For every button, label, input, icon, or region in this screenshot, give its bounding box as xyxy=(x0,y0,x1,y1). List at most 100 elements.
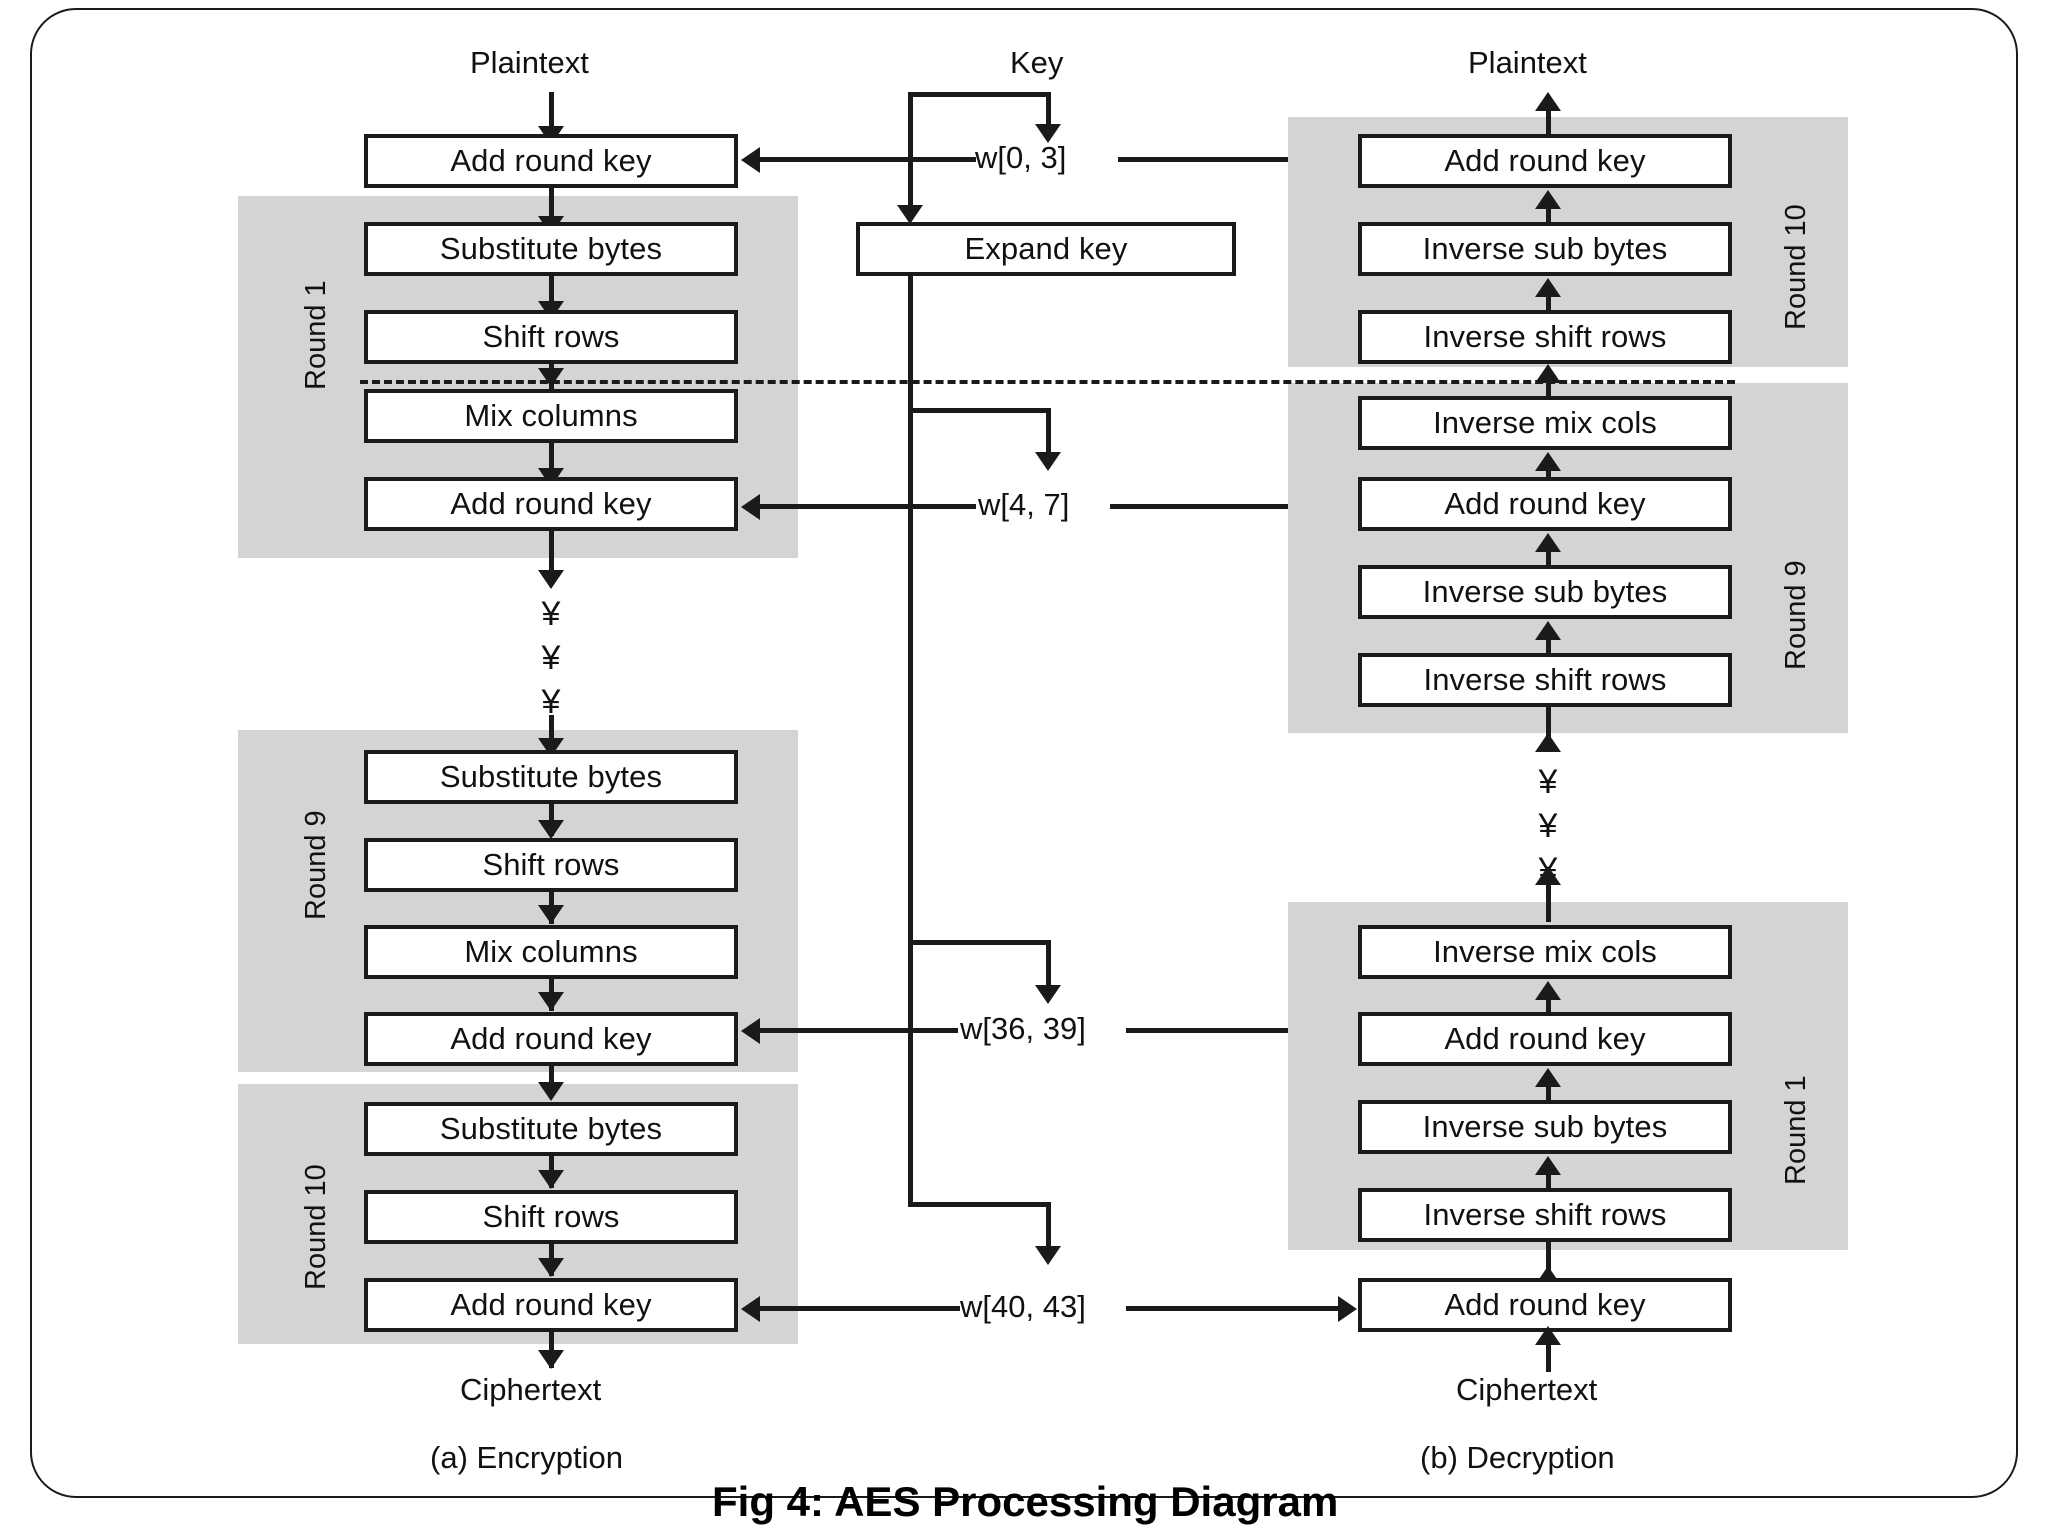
decryption-round9-inverse-shift-rows[interactable]: Inverse shift rows xyxy=(1358,653,1732,707)
encryption-r1-c3 xyxy=(549,443,554,475)
encryption-round9-add-round-key[interactable]: Add round key xyxy=(364,1012,738,1066)
key-w47-riser xyxy=(1046,408,1051,458)
encryption-caption: (a) Encryption xyxy=(430,1440,623,1475)
decryption-round9-add-round-key[interactable]: Add round key xyxy=(1358,477,1732,531)
key-schedule-trunk xyxy=(908,276,913,1206)
decryption-r10-c3 xyxy=(1546,378,1551,408)
key-w4043-arm-right xyxy=(1126,1306,1340,1311)
decryption-round1-inverse-mix-cols[interactable]: Inverse mix cols xyxy=(1358,925,1732,979)
encryption-r10-a2 xyxy=(538,1258,564,1277)
encryption-round10-label: Round 10 xyxy=(300,1164,332,1290)
encryption-round1-label: Round 1 xyxy=(300,280,332,390)
decryption-r1-a2 xyxy=(1535,1068,1561,1087)
encryption-r1-c1 xyxy=(549,276,554,308)
round-boundary-dashed-line xyxy=(360,380,1735,384)
decryption-round1-add-round-key[interactable]: Add round key xyxy=(1358,1012,1732,1066)
key-w3639-riser xyxy=(1046,940,1051,990)
decryption-ellipsis-1: ¥ xyxy=(1538,763,1558,801)
decryption-input-arrowhead xyxy=(1535,1326,1561,1345)
decryption-r9-a2 xyxy=(1535,533,1561,552)
decryption-r1-c2 xyxy=(1546,1080,1551,1112)
encryption-ellipsis-connector xyxy=(549,715,554,753)
key-trunk-to-expand xyxy=(908,92,913,220)
key-w3639-arrowhead xyxy=(1035,985,1061,1004)
key-word-w47-label: w[4, 7] xyxy=(978,487,1070,522)
encryption-round1-mix-columns[interactable]: Mix columns xyxy=(364,389,738,443)
key-w03-arm-left xyxy=(760,157,910,162)
key-w4043-arrow-right xyxy=(1338,1296,1357,1322)
encryption-r9-out-arrow xyxy=(538,1082,564,1101)
decryption-round10-inverse-shift-rows[interactable]: Inverse shift rows xyxy=(1358,310,1732,364)
key-input-label: Key xyxy=(1010,45,1064,80)
decryption-ellipsis-2: ¥ xyxy=(1538,807,1558,845)
decryption-r9-c3 xyxy=(1546,633,1551,665)
key-drop-arrowhead xyxy=(1035,124,1061,143)
key-w3639-arm-right xyxy=(1126,1028,1340,1033)
decryption-round10-inverse-sub-bytes[interactable]: Inverse sub bytes xyxy=(1358,222,1732,276)
encryption-r10-a1 xyxy=(538,1170,564,1189)
expand-key-box[interactable]: Expand key xyxy=(856,222,1236,276)
decryption-final-add-round-key[interactable]: Add round key xyxy=(1358,1278,1732,1332)
decryption-round1-inverse-shift-rows[interactable]: Inverse shift rows xyxy=(1358,1188,1732,1242)
encryption-round1-add-round-key[interactable]: Add round key xyxy=(364,477,738,531)
key-w47-to-encryption xyxy=(908,504,976,509)
decryption-r10-a1 xyxy=(1535,190,1561,209)
key-w03-arm-right xyxy=(1118,157,1340,162)
key-expand-arrowhead xyxy=(897,205,923,224)
decryption-output-arrowhead xyxy=(1535,92,1561,111)
encryption-round1-shift-rows[interactable]: Shift rows xyxy=(364,310,738,364)
key-word-w3639-label: w[36, 39] xyxy=(960,1011,1086,1046)
key-w47-arm-right xyxy=(1110,504,1340,509)
decryption-r1-c1 xyxy=(1546,993,1551,1025)
decryption-r1-a3 xyxy=(1535,1156,1561,1175)
figure-title: Fig 4: AES Processing Diagram xyxy=(712,1478,1339,1525)
encryption-round10-substitute-bytes[interactable]: Substitute bytes xyxy=(364,1102,738,1156)
encryption-round10-add-round-key[interactable]: Add round key xyxy=(364,1278,738,1332)
key-w4043-arrowhead xyxy=(1035,1246,1061,1265)
encryption-round10-shift-rows[interactable]: Shift rows xyxy=(364,1190,738,1244)
decryption-round9-inverse-mix-cols[interactable]: Inverse mix cols xyxy=(1358,396,1732,450)
key-branch-horizontal xyxy=(908,92,1051,97)
key-w4043-arrow-left xyxy=(741,1296,760,1322)
encryption-r1-out xyxy=(549,531,554,579)
decryption-round9-inverse-sub-bytes[interactable]: Inverse sub bytes xyxy=(1358,565,1732,619)
encryption-ellipsis-3: ¥ xyxy=(541,683,561,721)
decryption-r10-c2 xyxy=(1546,290,1551,322)
encryption-ellipsis: ¥ ¥ ¥ xyxy=(521,592,581,724)
encryption-round9-shift-rows[interactable]: Shift rows xyxy=(364,838,738,892)
decryption-r1-out xyxy=(1546,1242,1551,1282)
key-w4043-arm-left xyxy=(760,1306,960,1311)
key-w3639-branch xyxy=(908,940,1051,945)
decryption-input-label: Ciphertext xyxy=(1456,1372,1598,1407)
encryption-initial-add-round-key[interactable]: Add round key xyxy=(364,134,738,188)
encryption-round9-mix-columns[interactable]: Mix columns xyxy=(364,925,738,979)
key-drop-top xyxy=(1046,92,1051,130)
decryption-output-connector xyxy=(1546,108,1551,134)
key-w47-arm-left xyxy=(760,504,910,509)
decryption-input-connector xyxy=(1546,1332,1551,1372)
encryption-round1-substitute-bytes[interactable]: Substitute bytes xyxy=(364,222,738,276)
decryption-output-label: Plaintext xyxy=(1468,45,1587,80)
key-w03-arrow-left xyxy=(741,147,760,173)
decryption-r1-c3 xyxy=(1546,1168,1551,1200)
encryption-output-label: Ciphertext xyxy=(460,1372,602,1407)
key-w3639-to-encryption xyxy=(908,1028,958,1033)
decryption-r9-out-arrow xyxy=(1535,733,1561,752)
decryption-r9-a3 xyxy=(1535,621,1561,640)
decryption-round10-add-round-key[interactable]: Add round key xyxy=(1358,134,1732,188)
decryption-r9-a1 xyxy=(1535,452,1561,471)
key-word-w4043-label: w[40, 43] xyxy=(960,1289,1086,1324)
decryption-round1-inverse-sub-bytes[interactable]: Inverse sub bytes xyxy=(1358,1100,1732,1154)
key-word-w03-label: w[0, 3] xyxy=(975,140,1067,175)
decryption-r10-a2 xyxy=(1535,278,1561,297)
decryption-r1-a1 xyxy=(1535,981,1561,1000)
key-w47-arrow-left xyxy=(741,494,760,520)
decryption-round9-label: Round 9 xyxy=(1780,560,1812,670)
decryption-r9-out xyxy=(1546,707,1551,749)
decryption-r10-c1 xyxy=(1546,202,1551,234)
encryption-round9-substitute-bytes[interactable]: Substitute bytes xyxy=(364,750,738,804)
encryption-r1-a2 xyxy=(538,368,564,387)
decryption-round1-label: Round 1 xyxy=(1780,1075,1812,1185)
encryption-round9-label: Round 9 xyxy=(300,810,332,920)
decryption-ellipsis-arrow xyxy=(1535,866,1561,885)
